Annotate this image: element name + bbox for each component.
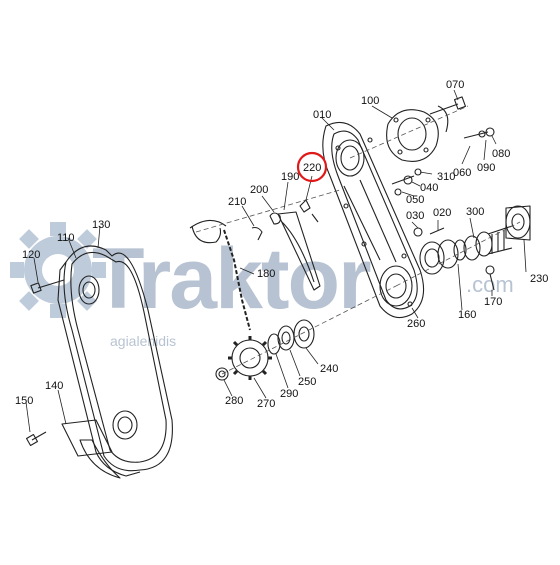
chain-cover-part (57, 245, 173, 479)
leader-lines (25, 89, 527, 433)
label-010: 010 (313, 109, 331, 121)
bolt-170-part (485, 265, 495, 291)
label-160: 160 (458, 309, 476, 321)
label-200: 200 (250, 184, 268, 196)
label-060: 060 (453, 167, 471, 179)
tensioner-bar-part (277, 211, 321, 291)
label-020: 020 (433, 207, 451, 219)
seal-160-part (453, 239, 467, 261)
flange-part (386, 105, 449, 162)
label-250: 250 (298, 376, 316, 388)
label-290: 290 (280, 388, 298, 400)
bolt-150-part (25, 431, 47, 447)
shaft-300-part (463, 225, 513, 261)
hub-230-part (505, 205, 531, 241)
plug-030-part (413, 227, 423, 237)
label-310: 310 (437, 171, 455, 183)
label-130: 130 (92, 219, 110, 231)
washer-050-part (394, 188, 402, 196)
stud-060-part (463, 127, 495, 139)
label-300: 300 (466, 206, 484, 218)
spring-clip-220-part (299, 199, 319, 223)
label-120: 120 (22, 249, 40, 261)
label-150: 150 (15, 395, 33, 407)
label-100: 100 (361, 95, 379, 107)
label-170: 170 (484, 296, 502, 308)
watermark-brand: Traktor (92, 231, 371, 327)
spacer-290-part (267, 333, 281, 355)
bolt-070-part (429, 96, 467, 115)
label-210: 210 (228, 196, 246, 208)
label-180: 180 (257, 268, 275, 280)
watermark-subtitle: agialenidis (110, 333, 176, 349)
label-220: 220 (303, 162, 321, 174)
label-280: 280 (225, 395, 243, 407)
bearing-housing-part (419, 239, 459, 275)
bearing-240-part (293, 319, 315, 349)
bearing-250-part (277, 325, 295, 351)
bolt-120-part (30, 279, 65, 294)
nut-280-part (215, 367, 229, 381)
watermark-domain: .com (466, 272, 514, 297)
label-230: 230 (530, 273, 548, 285)
label-080: 080 (492, 148, 510, 160)
bolt-040-part (391, 175, 415, 185)
sprocket-part (228, 336, 272, 380)
part-labels: 070 100 010 080 090 060 310 040 050 030 … (15, 79, 548, 410)
label-030: 030 (406, 210, 424, 222)
label-240: 240 (320, 363, 338, 375)
label-110: 110 (57, 232, 75, 244)
pin-200-part (269, 212, 281, 225)
highlight-circle (296, 151, 328, 183)
assembly-axes (195, 105, 521, 375)
bolt-210-part (251, 226, 263, 241)
label-140: 140 (45, 380, 63, 392)
cover-plate-part (61, 419, 113, 457)
watermark: Traktor .com agialenidis (10, 222, 514, 349)
label-260: 260 (407, 318, 425, 330)
label-270: 270 (257, 398, 275, 410)
label-040: 040 (420, 182, 438, 194)
label-070: 070 (446, 79, 464, 91)
label-090: 090 (477, 162, 495, 174)
label-050: 050 (406, 194, 424, 206)
bolt-020-part (429, 227, 445, 235)
label-190: 190 (281, 171, 299, 183)
